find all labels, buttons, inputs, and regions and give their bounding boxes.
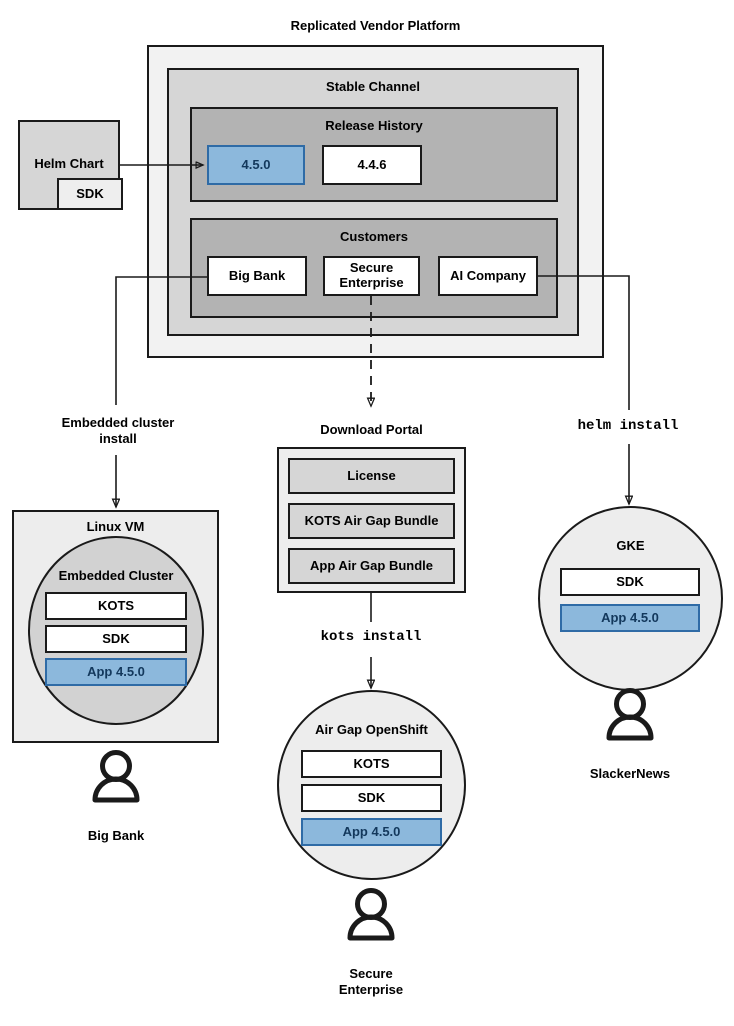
air-gap-openshift-user-line2: Enterprise (338, 982, 404, 998)
avatar-secure-enterprise (347, 888, 395, 941)
gke-component-app[interactable]: App 4.5.0 (560, 604, 700, 632)
customer-secure-enterprise-line2: Enterprise (339, 275, 404, 290)
embedded-cluster-label: Embedded Cluster (58, 568, 174, 583)
air-gap-openshift-label: Air Gap OpenShift (315, 722, 428, 737)
linux-vm-component-kots[interactable]: KOTS (45, 592, 187, 620)
helm-chart-sdk-box[interactable]: SDK (57, 178, 123, 210)
customer-secure-enterprise-line1: Secure (349, 260, 394, 276)
diagram-title: Replicated Vendor Platform (290, 18, 461, 33)
linux-vm-component-sdk[interactable]: SDK (45, 625, 187, 653)
release-version-4-4-6[interactable]: 4.4.6 (322, 145, 422, 185)
air-gap-openshift-user-label: Secure Enterprise (311, 966, 431, 999)
air-gap-openshift-component-app[interactable]: App 4.5.0 (301, 818, 442, 846)
release-history-label: Release History (325, 118, 423, 133)
download-portal-label: Download Portal (320, 422, 423, 437)
air-gap-openshift-component-sdk[interactable]: SDK (301, 784, 442, 812)
release-version-4-5-0[interactable]: 4.5.0 (207, 145, 305, 185)
customer-ai-company[interactable]: AI Company (438, 256, 538, 296)
linux-vm-user-label: Big Bank (87, 828, 145, 843)
customer-big-bank[interactable]: Big Bank (207, 256, 307, 296)
avatar-slackernews (606, 688, 654, 741)
gke-label: GKE (616, 538, 645, 553)
stable-channel-label: Stable Channel (326, 79, 420, 94)
kots-install-label: kots install (320, 629, 422, 645)
download-portal-artifact-license[interactable]: License (288, 458, 455, 494)
gke-component-sdk[interactable]: SDK (560, 568, 700, 596)
linux-vm-component-app[interactable]: App 4.5.0 (45, 658, 187, 686)
avatar-big-bank (92, 750, 140, 803)
embedded-cluster-install-label: Embedded cluster install (45, 415, 191, 448)
helm-install-label: helm install (577, 418, 679, 434)
air-gap-openshift-user-line1: Secure (349, 966, 393, 981)
customer-secure-enterprise[interactable]: Secure Enterprise (323, 256, 420, 296)
linux-vm-label: Linux VM (86, 519, 145, 534)
customers-label: Customers (340, 229, 408, 244)
gke-ellipse (538, 506, 723, 691)
gke-user-label: SlackerNews (589, 766, 671, 781)
embedded-cluster-install-line2: install (99, 431, 137, 447)
download-portal-artifact-kots-air-gap-bundle[interactable]: KOTS Air Gap Bundle (288, 503, 455, 539)
embedded-cluster-install-line1: Embedded cluster (61, 415, 175, 430)
download-portal-artifact-app-air-gap-bundle[interactable]: App Air Gap Bundle (288, 548, 455, 584)
air-gap-openshift-component-kots[interactable]: KOTS (301, 750, 442, 778)
